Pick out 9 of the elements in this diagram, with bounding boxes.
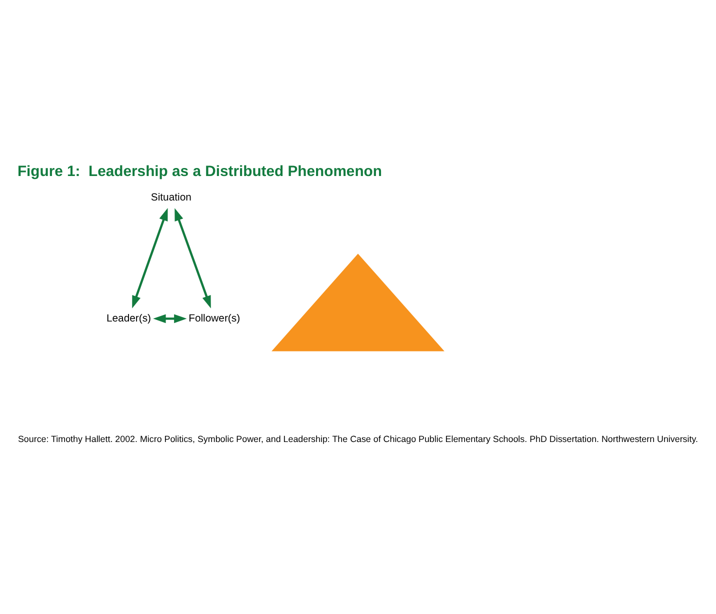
diagram-title: Figure 1: Leadership as a Distributed Phenomenon — [17, 164, 382, 180]
arrow — [153, 314, 187, 323]
caption: Source: Timothy Hallett. 2002. Micro Politics, Symbolic Power, and Leadership: The Case of Chicago Public Elementary Schools. PhD Dissertation. Northwestern University. — [18, 433, 698, 444]
node-text: Leader(s) — [106, 312, 152, 324]
node-triangle — [272, 253, 444, 351]
node-text: Follower(s) — [188, 312, 240, 324]
node-text: Situation — [150, 192, 192, 203]
arrow — [132, 208, 168, 308]
arrow — [174, 208, 211, 308]
